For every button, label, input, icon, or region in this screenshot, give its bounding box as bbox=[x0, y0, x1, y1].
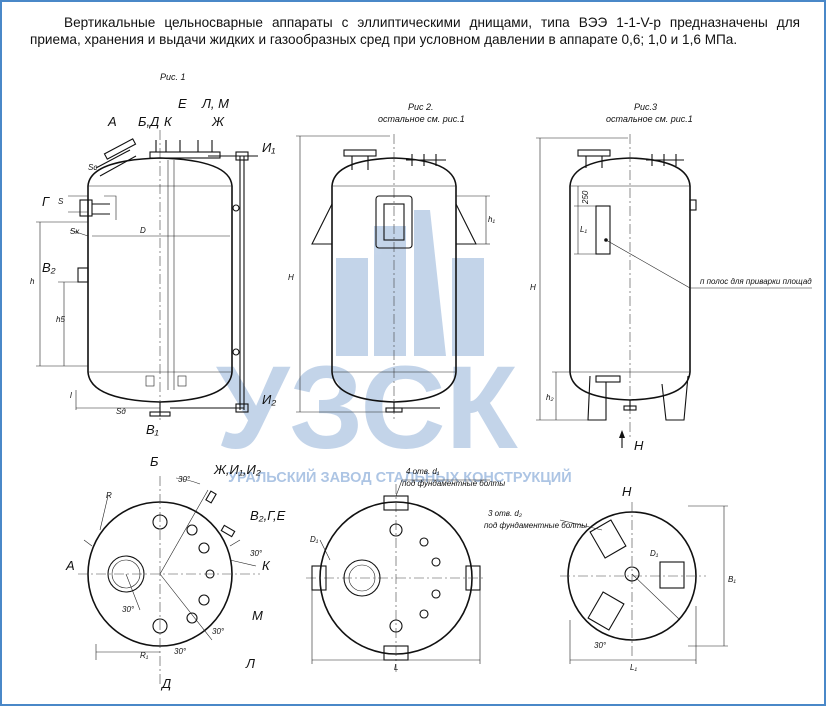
plan1-label-r1: R₁ bbox=[140, 651, 149, 660]
plan1-label-zhi: Ж,И₁,И₂ bbox=[213, 462, 261, 477]
plan1-label-30-top: 30° bbox=[178, 475, 191, 484]
plan3-label-30: 30° bbox=[594, 641, 607, 650]
plan1-label-30-bottom: 30° bbox=[174, 647, 187, 656]
fig1-label-i2: И₂ bbox=[262, 392, 276, 407]
plan2-label-bolts: 4 отв. d₁ bbox=[406, 467, 440, 476]
fig1-label-g: Г bbox=[42, 194, 50, 209]
plan1-label-d: Д bbox=[160, 676, 171, 691]
watermark-letters: УЗСК bbox=[216, 342, 519, 474]
plan3-label-d1: D₁ bbox=[650, 549, 659, 558]
plan1-label-a: А bbox=[65, 558, 75, 573]
fig1-label-k: К bbox=[164, 114, 173, 129]
plan-view-2: 4 отв. d₁ под фундаментные болты D₁ L bbox=[306, 467, 505, 672]
fig1-label-d: D bbox=[140, 226, 146, 235]
fig1-label-e: Е bbox=[178, 96, 187, 111]
fig2-label-h: H bbox=[288, 273, 294, 282]
plan-view-3: Н 3 отв. d₂ под фундаментные болты D₁ B₁… bbox=[484, 484, 736, 672]
fig3-note: остальное см. рис.1 bbox=[606, 114, 693, 124]
plan2-label-bolts-note: под фундаментные болты bbox=[402, 479, 505, 488]
fig3-label-strip: п полос для приварки площад bbox=[700, 277, 812, 286]
factory-logo bbox=[336, 210, 484, 356]
fig1-label-lm: Л, М bbox=[201, 96, 229, 111]
fig1-label-a: А bbox=[107, 114, 117, 129]
plan-view-1: Б Ж,И₁,И₂ 30° R В₂,Г,Е 30° К А 30° М R₁ … bbox=[65, 454, 286, 691]
plan2-label-l: L bbox=[394, 663, 398, 672]
fig3-title: Рис.3 bbox=[634, 102, 657, 112]
fig3-label-h: H bbox=[530, 283, 536, 292]
plan1-label-30-b2: 30° bbox=[212, 627, 225, 636]
watermark: УЗСК УРАЛЬСКИЙ ЗАВОД СТАЛЬНЫХ КОНСТРУКЦИ… bbox=[216, 210, 572, 486]
fig1-label-i1: И₁ bbox=[262, 140, 275, 155]
fig2-label-h1: h₁ bbox=[488, 215, 495, 224]
plan3-label-bolts-note: под фундаментные болты bbox=[484, 521, 587, 530]
watermark-company: УРАЛЬСКИЙ ЗАВОД СТАЛЬНЫХ КОНСТРУКЦИЙ bbox=[228, 468, 572, 486]
plan1-label-m: М bbox=[252, 608, 263, 623]
plan3-label-b1: B₁ bbox=[728, 575, 736, 584]
fig3-label-250: 250 bbox=[581, 190, 590, 205]
plan1-label-l: Л bbox=[245, 656, 255, 671]
fig1-label-bd: Б,Д bbox=[138, 114, 159, 129]
fig1-label-sd: Sд bbox=[116, 407, 126, 416]
fig1-label-h: h bbox=[30, 277, 35, 286]
fig1-label-sk: Sк bbox=[70, 227, 80, 236]
plan1-label-k: К bbox=[262, 558, 271, 573]
fig1-label-l: l bbox=[70, 391, 72, 400]
plan3-label-l1: L₁ bbox=[630, 663, 637, 672]
intro-paragraph: Вертикальные цельносварные аппараты с эл… bbox=[30, 15, 800, 47]
fig1-title: Рис. 1 bbox=[160, 72, 186, 82]
plan1-label-30-right: 30° bbox=[250, 549, 263, 558]
plan1-label-b2ge: В₂,Г,Е bbox=[250, 508, 286, 523]
fig2-title: Рис 2. bbox=[408, 102, 434, 112]
plan1-label-r: R bbox=[106, 491, 112, 500]
figure-3: Рис.3 остальное см. рис.1 H bbox=[530, 102, 812, 453]
fig1-label-zh: Ж bbox=[211, 114, 225, 129]
fig1-label-h5: h5 bbox=[56, 315, 65, 324]
fig1-label-s: S bbox=[58, 197, 64, 206]
plan1-label-b: Б bbox=[150, 454, 159, 469]
plan1-label-30-left: 30° bbox=[122, 605, 135, 614]
figure-1: Рис. 1 bbox=[30, 72, 276, 437]
fig3-label-l1: L₁ bbox=[580, 225, 587, 234]
fig2-note: остальное см. рис.1 bbox=[378, 114, 465, 124]
fig3-label-view: Н bbox=[634, 438, 644, 453]
fig3-label-h2: h₂ bbox=[546, 393, 554, 402]
plan3-label-bolts: 3 отв. d₂ bbox=[488, 509, 522, 518]
plan3-label-view: Н bbox=[622, 484, 632, 499]
fig1-label-sc: Sc bbox=[88, 163, 97, 172]
plan2-label-d1: D₁ bbox=[310, 535, 319, 544]
fig1-label-b2: В₂ bbox=[42, 260, 56, 275]
figure-2: Рис 2. остальное см. рис.1 H h₁ bbox=[288, 102, 495, 420]
fig1-label-b1: В₁ bbox=[146, 422, 159, 437]
